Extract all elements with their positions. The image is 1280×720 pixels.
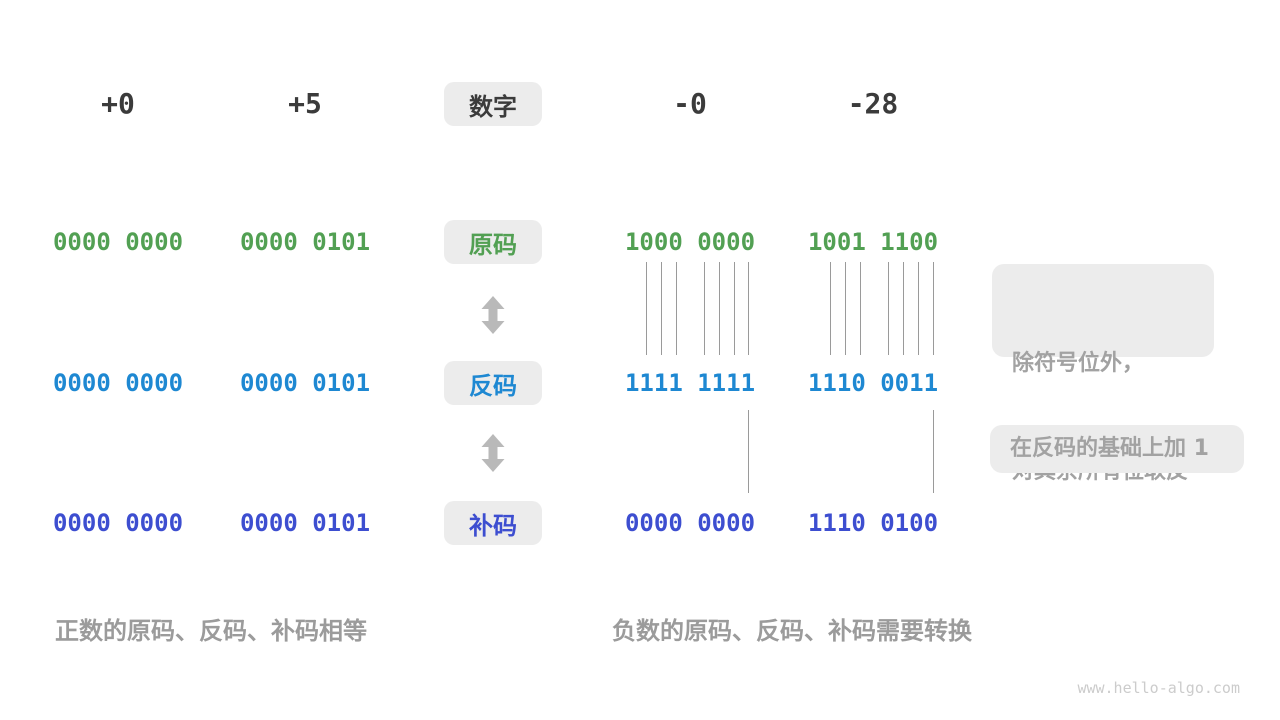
watermark-url: www.hello-algo.com xyxy=(1077,679,1240,697)
bit-flip-line xyxy=(933,262,934,355)
add-one-line xyxy=(748,410,749,493)
bit-flip-line xyxy=(661,262,662,355)
sign-magnitude-value-neg-28: 1001 1100 xyxy=(807,228,939,256)
caption-positive-numbers: 正数的原码、反码、补码相等 xyxy=(55,617,367,645)
twos-complement-value-neg-zero: 0000 0000 xyxy=(624,509,756,537)
twos-complement-value-pos-five: 0000 0101 xyxy=(239,509,371,537)
bit-flip-line xyxy=(719,262,720,355)
header-number-pos-zero: +0 xyxy=(101,87,135,120)
bit-flip-line xyxy=(734,262,735,355)
header-label-number: 数字 xyxy=(444,82,542,126)
bit-flip-line xyxy=(704,262,705,355)
header-number-pos-five: +5 xyxy=(288,87,322,120)
convert-arrow-updown-icon xyxy=(480,434,506,472)
bit-flip-line xyxy=(676,262,677,355)
ones-complement-value-pos-zero: 0000 0000 xyxy=(52,369,184,397)
annotation-flip-bits: 除符号位外， 对其余所有位取反 xyxy=(992,264,1214,484)
bit-flip-line xyxy=(888,262,889,355)
bit-flip-line xyxy=(903,262,904,355)
header-number-neg-zero: -0 xyxy=(673,87,707,120)
row-label-sign-magnitude: 原码 xyxy=(444,220,542,264)
header-number-neg-28: -28 xyxy=(847,87,899,120)
bit-flip-line xyxy=(646,262,647,355)
sign-magnitude-value-pos-five: 0000 0101 xyxy=(239,228,371,256)
sign-magnitude-value-pos-zero: 0000 0000 xyxy=(52,228,184,256)
bit-flip-line xyxy=(830,262,831,355)
sign-magnitude-value-neg-zero: 1000 0000 xyxy=(624,228,756,256)
bit-flip-line xyxy=(748,262,749,355)
twos-complement-value-neg-28: 1110 0100 xyxy=(807,509,939,537)
bit-flip-line xyxy=(860,262,861,355)
add-one-line xyxy=(933,410,934,493)
ones-complement-value-pos-five: 0000 0101 xyxy=(239,369,371,397)
ones-complement-value-neg-28: 1110 0011 xyxy=(807,369,939,397)
annotation-flip-bits-line1: 除符号位外， xyxy=(1012,351,1145,376)
bit-flip-line xyxy=(918,262,919,355)
caption-negative-numbers: 负数的原码、反码、补码需要转换 xyxy=(612,617,972,645)
annotation-add-one: 在反码的基础上加 1 xyxy=(990,425,1244,473)
convert-arrow-updown-icon xyxy=(480,296,506,334)
twos-complement-value-pos-zero: 0000 0000 xyxy=(52,509,184,537)
row-label-ones-complement: 反码 xyxy=(444,361,542,405)
bit-flip-line xyxy=(845,262,846,355)
row-label-twos-complement: 补码 xyxy=(444,501,542,545)
ones-complement-value-neg-zero: 1111 1111 xyxy=(624,369,756,397)
